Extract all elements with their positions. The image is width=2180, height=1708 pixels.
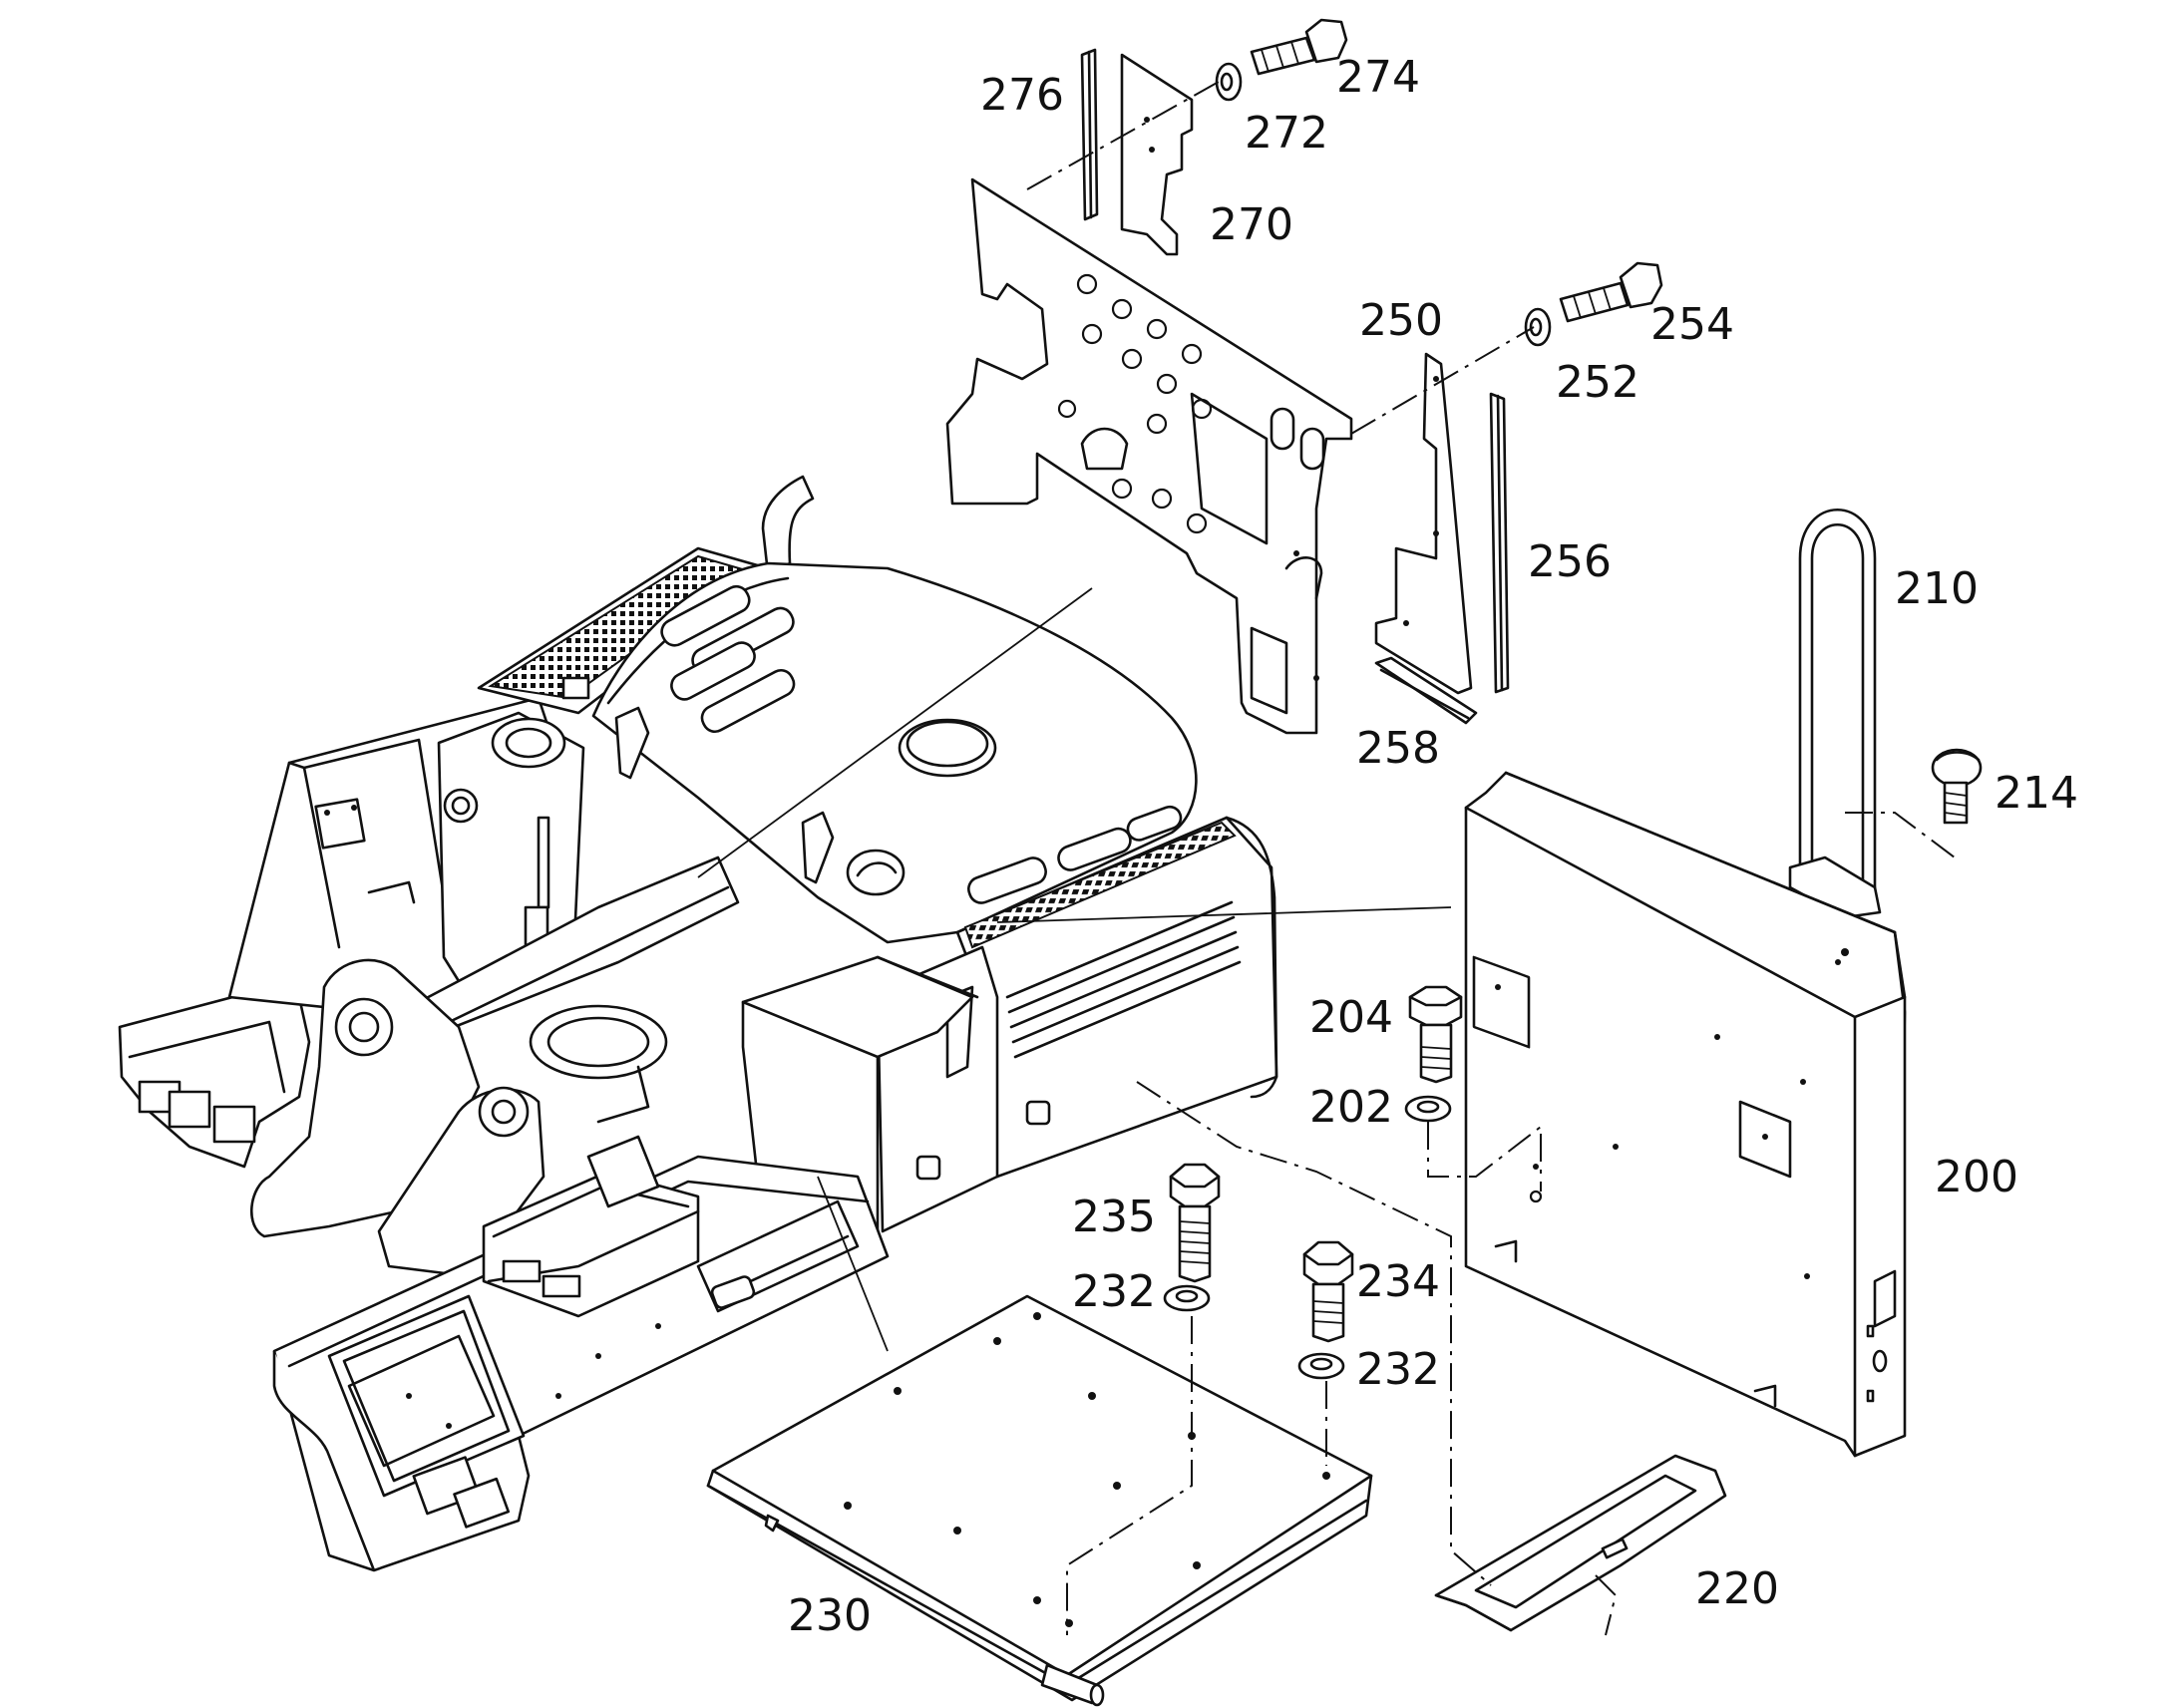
label-202: 202: [1309, 1082, 1393, 1133]
part-250-bracket: [1374, 352, 1473, 695]
label-204: 204: [1309, 992, 1393, 1043]
part-258-strip: [1374, 656, 1478, 725]
part-232-washer-a: [1163, 1284, 1211, 1312]
label-272: 272: [1245, 108, 1328, 159]
label-250: 250: [1359, 295, 1443, 346]
part-labels: 276 274 272 270 250 254 252 256 258 210 …: [788, 52, 2078, 1641]
machine-frame: [118, 475, 1452, 1572]
part-252-washer: [1524, 307, 1552, 347]
label-254: 254: [1650, 299, 1734, 350]
label-200: 200: [1935, 1152, 2018, 1202]
part-202-washer: [1404, 1095, 1452, 1123]
label-210: 210: [1895, 563, 1979, 614]
label-270: 270: [1210, 199, 1293, 250]
part-210-handle: [1788, 509, 1882, 919]
part-230-floor-plate: [706, 1294, 1373, 1707]
part-204-bolt: [1408, 985, 1463, 1084]
label-276: 276: [980, 70, 1064, 121]
part-270-mounting-plate: [945, 177, 1353, 735]
part-256-strip: [1489, 392, 1510, 694]
part-274-bolt: [1250, 18, 1348, 76]
part-276-strip: [1080, 48, 1099, 221]
part-235-bolt: [1169, 1163, 1221, 1283]
part-254-bolt: [1559, 261, 1663, 323]
label-252: 252: [1556, 357, 1639, 408]
part-234-bolt: [1302, 1240, 1354, 1343]
part-214-screw: [1931, 748, 1983, 825]
label-230: 230: [788, 1590, 872, 1641]
label-214: 214: [1995, 768, 2078, 819]
part-270-bracket: [1120, 53, 1194, 256]
label-232-a: 232: [1072, 1266, 1156, 1317]
part-200-side-cover: [1464, 771, 1907, 1458]
label-256: 256: [1528, 536, 1612, 587]
label-234: 234: [1356, 1256, 1440, 1307]
label-232-b: 232: [1356, 1344, 1440, 1395]
part-272-washer: [1215, 62, 1243, 102]
part-220-cover: [1434, 1454, 1727, 1632]
label-220: 220: [1695, 1563, 1779, 1614]
label-258: 258: [1356, 723, 1440, 774]
part-232-washer-b: [1297, 1352, 1345, 1380]
label-274: 274: [1336, 52, 1420, 103]
label-235: 235: [1072, 1192, 1156, 1242]
